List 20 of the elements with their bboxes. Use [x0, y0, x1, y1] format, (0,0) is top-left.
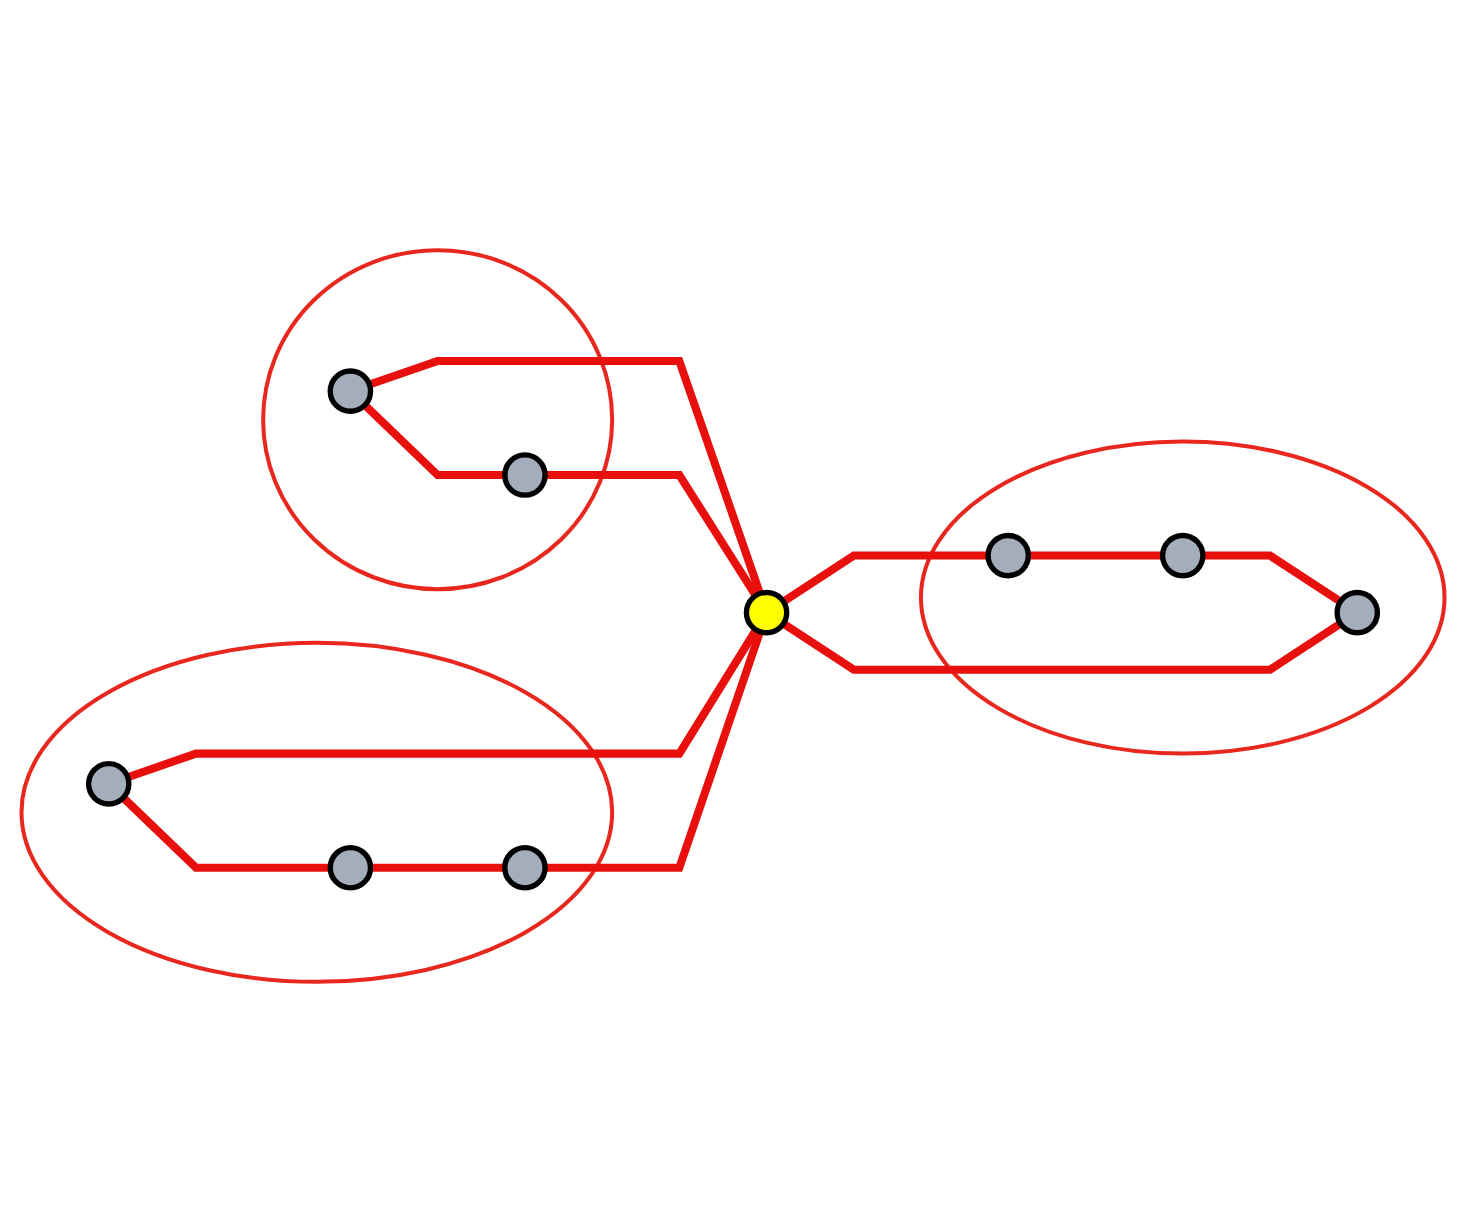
- connector: [545, 630, 764, 872]
- node-circle: [502, 452, 548, 498]
- connector: [362, 402, 505, 480]
- node-circle: [327, 368, 374, 414]
- connector: [126, 627, 760, 782]
- connector: [1202, 551, 1343, 605]
- node-circle: [1334, 589, 1381, 636]
- connector: [1028, 551, 1163, 560]
- node-circle: [85, 761, 132, 807]
- node-circle: [1159, 532, 1206, 579]
- node-circle: [985, 532, 1032, 579]
- connector: [781, 551, 989, 605]
- connector: [545, 471, 760, 598]
- node-circle: [743, 589, 790, 636]
- node-circle: [327, 844, 374, 891]
- node-circle: [502, 844, 548, 891]
- connector: [368, 356, 764, 595]
- connector: [120, 794, 331, 872]
- connector: [370, 863, 505, 872]
- connector: [781, 620, 1343, 674]
